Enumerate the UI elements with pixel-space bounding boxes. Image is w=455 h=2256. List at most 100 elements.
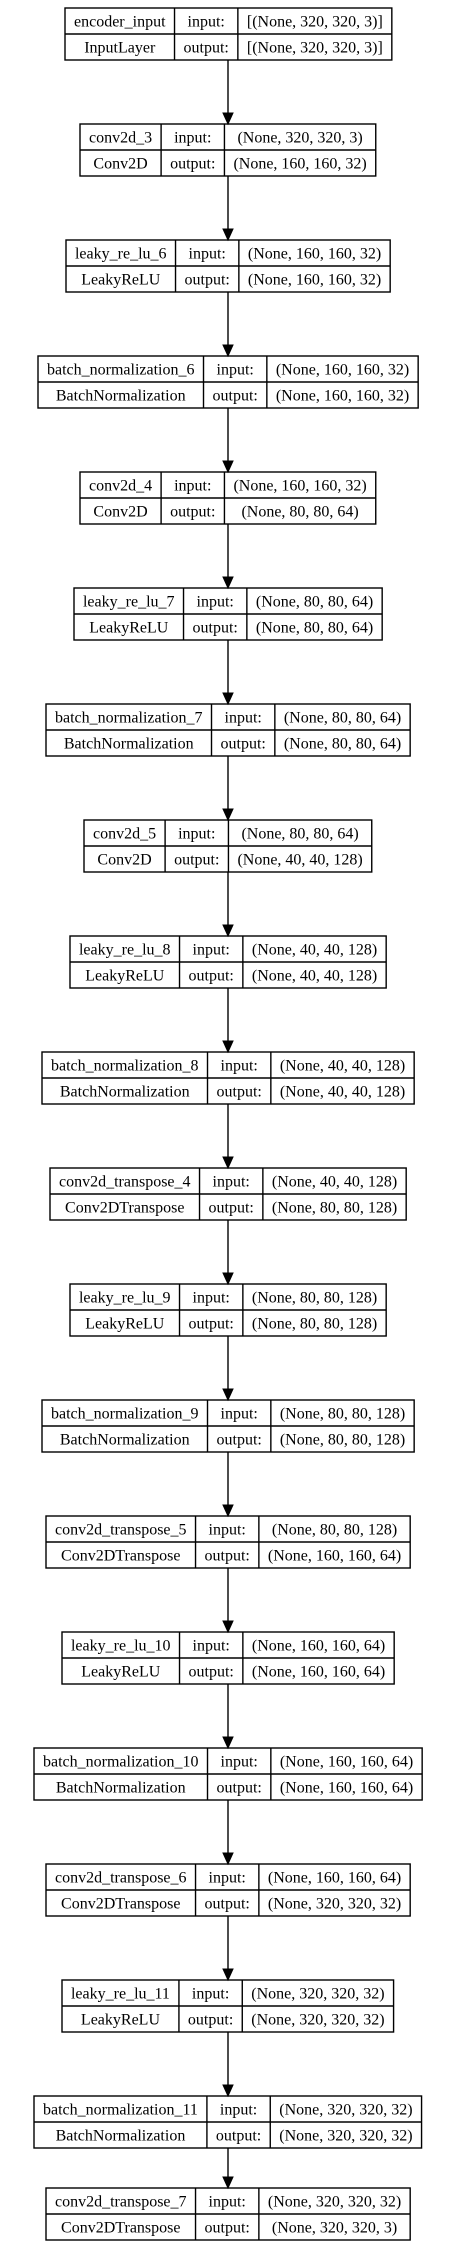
- layer-name: leaky_re_lu_6: [75, 246, 167, 263]
- output-shape: (None, 320, 320, 3): [272, 2220, 397, 2237]
- flow-arrow: [222, 1916, 234, 1982]
- edges: [222, 60, 234, 2190]
- output-label: output:: [205, 2220, 250, 2237]
- input-label: input:: [192, 1986, 229, 2003]
- input-label: input:: [178, 826, 215, 843]
- input-shape: (None, 320, 320, 32): [279, 2102, 412, 2119]
- flow-arrow: [222, 2032, 234, 2098]
- layer-name: leaky_re_lu_10: [71, 1638, 171, 1655]
- output-label: output:: [189, 1664, 234, 1681]
- input-label: input:: [225, 710, 262, 727]
- arrowhead-icon: [222, 2176, 234, 2190]
- layer-node: leaky_re_lu_6LeakyReLUinput:output:(None…: [65, 239, 391, 293]
- input-shape: (None, 80, 80, 64): [256, 594, 373, 611]
- layer-node: batch_normalization_9BatchNormalizationi…: [41, 1399, 415, 1453]
- output-shape: [(None, 320, 320, 3)]: [247, 40, 383, 57]
- arrowhead-icon: [222, 1852, 234, 1866]
- layer-name: leaky_re_lu_11: [71, 1986, 170, 2003]
- output-shape: (None, 40, 40, 128): [237, 852, 362, 869]
- layer-type: Conv2D: [93, 156, 147, 173]
- flow-arrow: [222, 988, 234, 1054]
- layer-name: conv2d_5: [93, 826, 156, 843]
- input-label: input:: [217, 362, 254, 379]
- output-label: output:: [174, 852, 219, 869]
- layer-name: conv2d_transpose_7: [55, 2194, 187, 2211]
- output-label: output:: [205, 1896, 250, 1913]
- flow-arrow: [222, 176, 234, 242]
- layer-type: LeakyReLU: [85, 1316, 165, 1333]
- input-label: input:: [221, 1754, 258, 1771]
- output-shape: (None, 80, 80, 64): [256, 620, 373, 637]
- output-shape: (None, 320, 320, 32): [279, 2128, 412, 2145]
- layer-type: LeakyReLU: [85, 968, 165, 985]
- input-shape: (None, 80, 80, 128): [272, 1522, 397, 1539]
- flow-arrow: [222, 1568, 234, 1634]
- input-shape: [(None, 320, 320, 3)]: [247, 14, 383, 31]
- layer-type: Conv2D: [93, 504, 147, 521]
- layer-type: LeakyReLU: [89, 620, 169, 637]
- layer-node: batch_normalization_6BatchNormalizationi…: [37, 355, 419, 409]
- input-label: input:: [174, 130, 211, 147]
- output-shape: (None, 80, 80, 128): [252, 1316, 377, 1333]
- layer-node: batch_normalization_7BatchNormalizationi…: [45, 703, 411, 757]
- input-label: input:: [221, 1406, 258, 1423]
- layer-node: encoder_inputInputLayerinput:output:[(No…: [64, 7, 393, 61]
- flow-arrow: [222, 1104, 234, 1170]
- layer-node: leaky_re_lu_7LeakyReLUinput:output:(None…: [73, 587, 383, 641]
- output-shape: (None, 160, 160, 32): [233, 156, 366, 173]
- output-shape: (None, 320, 320, 32): [268, 1896, 401, 1913]
- input-label: input:: [209, 1870, 246, 1887]
- arrowhead-icon: [222, 576, 234, 590]
- input-label: input:: [193, 1290, 230, 1307]
- layer-node: batch_normalization_11BatchNormalization…: [33, 2095, 423, 2149]
- layer-type: Conv2DTranspose: [61, 1548, 180, 1565]
- layer-node: conv2d_transpose_5Conv2DTransposeinput:o…: [45, 1515, 411, 1569]
- layer-node: leaky_re_lu_10LeakyReLUinput:output:(Non…: [61, 1631, 395, 1685]
- input-shape: (None, 320, 320, 32): [251, 1986, 384, 2003]
- output-label: output:: [205, 1548, 250, 1565]
- input-label: input:: [174, 478, 211, 495]
- arrowhead-icon: [222, 228, 234, 242]
- output-shape: (None, 160, 160, 32): [276, 388, 409, 405]
- output-label: output:: [209, 1200, 254, 1217]
- layer-type: LeakyReLU: [81, 2012, 161, 2029]
- arrowhead-icon: [222, 460, 234, 474]
- layer-type: LeakyReLU: [81, 272, 161, 289]
- arrowhead-icon: [222, 692, 234, 706]
- arrowhead-icon: [222, 2084, 234, 2098]
- input-label: input:: [197, 594, 234, 611]
- flow-arrow: [222, 1452, 234, 1518]
- flow-arrow: [222, 2148, 234, 2190]
- output-label: output:: [188, 2012, 233, 2029]
- input-label: input:: [209, 1522, 246, 1539]
- arrowhead-icon: [222, 1040, 234, 1054]
- input-shape: (None, 160, 160, 32): [248, 246, 381, 263]
- input-shape: (None, 40, 40, 128): [252, 942, 377, 959]
- output-label: output:: [213, 388, 258, 405]
- layer-type: BatchNormalization: [56, 388, 186, 405]
- input-label: input:: [209, 2194, 246, 2211]
- layer-type: BatchNormalization: [56, 1780, 186, 1797]
- input-label: input:: [193, 1638, 230, 1655]
- input-shape: (None, 80, 80, 128): [280, 1406, 405, 1423]
- output-label: output:: [221, 736, 266, 753]
- output-label: output:: [184, 40, 229, 57]
- layer-name: batch_normalization_7: [55, 710, 203, 727]
- layer-name: encoder_input: [74, 14, 166, 31]
- input-shape: (None, 160, 160, 64): [268, 1870, 401, 1887]
- layer-node: conv2d_transpose_4Conv2DTransposeinput:o…: [49, 1167, 407, 1221]
- output-label: output:: [170, 156, 215, 173]
- layer-type: BatchNormalization: [60, 1432, 190, 1449]
- arrowhead-icon: [222, 1736, 234, 1750]
- input-shape: (None, 320, 320, 3): [237, 130, 362, 147]
- output-label: output:: [217, 1432, 262, 1449]
- arrowhead-icon: [222, 344, 234, 358]
- output-label: output:: [217, 1084, 262, 1101]
- arrowhead-icon: [222, 1968, 234, 1982]
- input-label: input:: [221, 1058, 258, 1075]
- layer-type: Conv2DTranspose: [65, 1200, 184, 1217]
- layer-node: leaky_re_lu_9LeakyReLUinput:output:(None…: [69, 1283, 387, 1337]
- flow-arrow: [222, 60, 234, 126]
